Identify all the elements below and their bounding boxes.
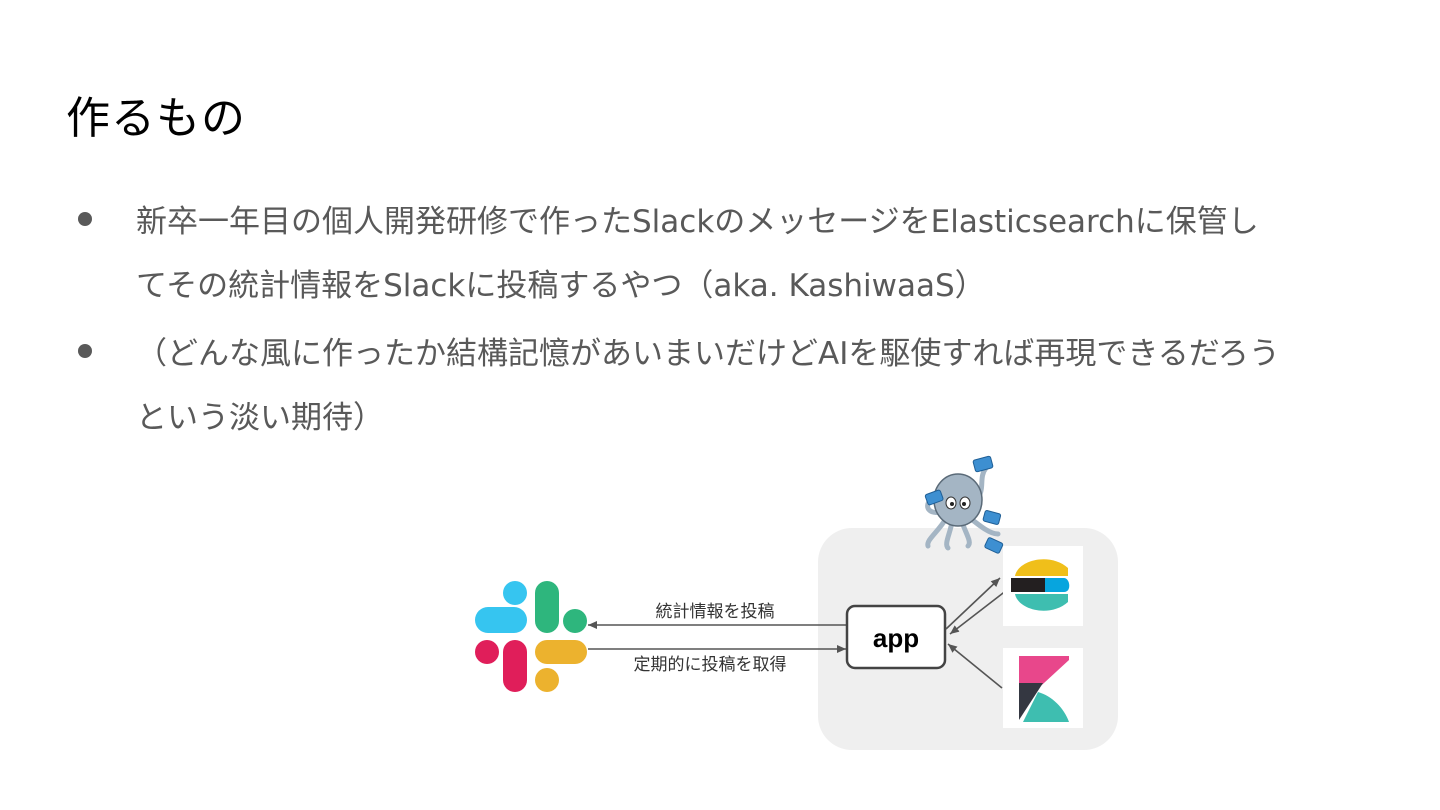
app-node: app — [845, 604, 947, 670]
elasticsearch-logo-icon — [1003, 546, 1083, 626]
bullet-list: 新卒一年目の個人開発研修で作ったSlackのメッセージをElasticsearc… — [78, 190, 1398, 454]
bullet-dot-icon — [78, 344, 92, 358]
edge-kibana-to-app-arrow — [947, 643, 1003, 689]
app-label: app — [873, 623, 919, 653]
edge-fetch-label: 定期的に投稿を取得 — [634, 655, 787, 675]
edge-post-stats-label: 統計情報を投稿 — [656, 602, 775, 622]
edge-es-to-app-arrow — [949, 589, 1008, 635]
slide-title: 作るもの — [66, 93, 246, 144]
bullet-item: 新卒一年目の個人開発研修で作ったSlackのメッセージをElasticsearc… — [78, 190, 1398, 318]
bullet-dot-icon — [78, 212, 92, 226]
edge-app-to-es-arrow — [945, 577, 1001, 630]
kibana-logo-icon — [1003, 648, 1083, 728]
bullet-text: （どんな風に作ったか結構記憶があいまいだけどAIを駆使すれば再現できるだろう と… — [136, 336, 1280, 436]
bullet-item: （どんな風に作ったか結構記憶があいまいだけどAIを駆使すれば再現できるだろう と… — [78, 322, 1398, 450]
slack-logo-icon — [475, 581, 587, 692]
bullet-text: 新卒一年目の個人開発研修で作ったSlackのメッセージをElasticsearc… — [136, 204, 1259, 304]
docker-compose-octopus-icon — [924, 455, 1004, 554]
